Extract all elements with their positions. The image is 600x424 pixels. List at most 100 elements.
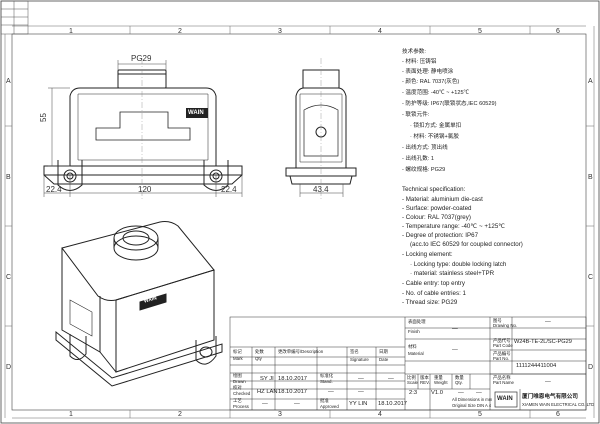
tb-part-no-label-cn: 产品编号 bbox=[493, 351, 511, 356]
notes-en-item: - Colour: RAL 7037(grey) bbox=[402, 214, 471, 221]
zone-ticks bbox=[4, 25, 595, 419]
tb-role-drawn-en: Drawn bbox=[233, 379, 246, 384]
tb-process-date: — bbox=[294, 401, 300, 407]
tb-finish-label-en: Finish bbox=[408, 329, 420, 334]
tb-part-name-value: — bbox=[545, 379, 551, 385]
tb-part-code-label-cn: 产品代号 bbox=[493, 338, 511, 343]
zone-label-top-2: 2 bbox=[178, 28, 182, 35]
tb-role-checked-cn: 校对 bbox=[233, 385, 242, 390]
notes-en-item: - Cable entry: top entry bbox=[402, 280, 465, 287]
tb-process-name: — bbox=[262, 401, 268, 407]
tb-drawing-no-label-cn: 图号 bbox=[493, 318, 502, 323]
notes-cn-item: · 锁扣方式: 金属单扣 bbox=[410, 123, 462, 129]
tb-rev-label-en: REV. bbox=[420, 380, 430, 385]
tb-drawing-no-value: — bbox=[545, 319, 551, 325]
tb-role-process-en: Process bbox=[233, 404, 249, 409]
zone-label-right-c: C bbox=[588, 274, 594, 281]
tb-drawn-date: 18.10.2017 bbox=[278, 376, 308, 382]
tb-role-approved-en: Approved bbox=[320, 404, 339, 409]
title-block-grid bbox=[229, 316, 587, 411]
tb-qty-value: — bbox=[476, 390, 482, 396]
notes-en-item: - Locking element: bbox=[402, 251, 453, 258]
zone-label-bottom-4: 4 bbox=[378, 411, 382, 418]
tb-scale-label-cn: 比例 bbox=[407, 375, 416, 380]
zone-label-left-d: D bbox=[6, 364, 12, 371]
notes-cn-item: - 颜色: RAL 7037(灰色) bbox=[402, 79, 460, 85]
tb-header-signature: 签名 bbox=[350, 349, 359, 354]
notes-en-item: - Material: aluminium die-cast bbox=[402, 196, 483, 203]
tb-tolerance-line-2: Original Size DIN A 4 bbox=[452, 403, 492, 408]
zone-label-top-6: 6 bbox=[556, 28, 560, 35]
tb-role-stand-cn: 标准化 bbox=[320, 373, 334, 378]
tb-finish-label-cn: 表面处理 bbox=[408, 319, 426, 324]
tb-header-date: 日期 bbox=[379, 349, 388, 354]
tb-checked-date: 18.10.2017 bbox=[278, 389, 308, 395]
dim-depth: 43.4 bbox=[313, 185, 329, 194]
front-view bbox=[43, 58, 243, 200]
dim-height: 55 bbox=[39, 113, 48, 122]
zone-label-right-d: D bbox=[588, 364, 594, 371]
notes-cn-item: - 防护等级: IP67(联锁状态,IEC 60529) bbox=[402, 101, 497, 107]
tb-header-qty: 处数 bbox=[255, 349, 264, 354]
tb-rev-value: V1.0 bbox=[431, 390, 443, 396]
front-dimensions bbox=[43, 60, 243, 197]
notes-cn-item: - 联锁元件: bbox=[402, 112, 430, 118]
company-logo: WAIN bbox=[497, 396, 513, 402]
tb-finish-value: — bbox=[452, 326, 458, 332]
isometric-view bbox=[55, 221, 223, 387]
tb-header-qty-en: Qty bbox=[255, 356, 262, 361]
dim-thread-size: PG29 bbox=[131, 54, 152, 63]
tb-role-drawn-cn: 绘图 bbox=[233, 373, 242, 378]
zone-label-bottom-6: 6 bbox=[556, 411, 560, 418]
tb-part-name-label-cn: 产品名称 bbox=[493, 375, 511, 380]
notes-en-item: - Surface: powder-coated bbox=[402, 205, 472, 212]
tb-drawn-name: SY JI bbox=[260, 376, 274, 382]
tb-qty-label-en: Qty. bbox=[455, 380, 463, 385]
notes-cn-heading: 技术参数: bbox=[402, 49, 426, 55]
tb-scale-value: 2:3 bbox=[409, 390, 418, 396]
notes-en-item: · material: stainless steel+TPR bbox=[410, 270, 495, 277]
zone-label-bottom-2: 2 bbox=[178, 411, 182, 418]
zone-label-left-a: A bbox=[6, 78, 11, 85]
tb-rev-label-cn: 版本 bbox=[420, 375, 429, 380]
notes-en-item: - No. of cable entries: 1 bbox=[402, 290, 466, 297]
zone-label-left-b: B bbox=[6, 174, 11, 181]
zone-label-right-a: A bbox=[588, 78, 593, 85]
dim-right-flange: 22.4 bbox=[221, 185, 237, 194]
dim-width: 120 bbox=[138, 185, 152, 194]
zone-label-top-1: 1 bbox=[69, 28, 73, 35]
tb-role-checked-en: Checked bbox=[233, 391, 251, 396]
notes-en-item: - Thread size: PG29 bbox=[402, 299, 458, 306]
tb-approved-sig: YY LIN bbox=[349, 401, 368, 407]
zone-label-top-4: 4 bbox=[378, 28, 382, 35]
tb-material-value: — bbox=[452, 347, 458, 353]
tb-checked-date2: — bbox=[358, 389, 364, 395]
dim-left-flange: 22.4 bbox=[46, 185, 62, 194]
tb-checked-sig: — bbox=[328, 389, 334, 395]
tb-material-label-en: Material bbox=[408, 351, 424, 356]
tb-header-signature-en: Signature bbox=[350, 357, 369, 362]
company-name-en: XIAMEN WAIN ELECTRICAL CO.,LTD bbox=[522, 402, 595, 407]
zone-label-top-3: 3 bbox=[278, 28, 282, 35]
tb-header-description: 更改单编号/Description bbox=[278, 349, 324, 354]
tb-checked-name: HZ LAN bbox=[257, 389, 278, 395]
notes-cn-item: - 出线方式: 顶出线 bbox=[402, 145, 448, 151]
tb-weight-label-cn: 重量 bbox=[434, 375, 443, 380]
tb-role-approved-cn: 批准 bbox=[320, 398, 329, 403]
notes-cn-item: - 材料: 压铸铝 bbox=[402, 59, 437, 65]
tb-weight-label-en: Weight bbox=[434, 380, 448, 385]
brand-plate-front: WAIN bbox=[188, 110, 204, 116]
notes-cn-item: - 出线孔数: 1 bbox=[402, 156, 435, 162]
notes-en-item: - Temperature range: -40℃ ~ +125℃ bbox=[402, 223, 506, 230]
tb-qty-label-cn: 数量 bbox=[455, 375, 464, 380]
tb-role-process-cn: 工艺 bbox=[233, 398, 242, 403]
side-stamp bbox=[0, 0, 29, 35]
zone-label-bottom-3: 3 bbox=[278, 411, 282, 418]
notes-en-item: (acc.to IEC 60529 for coupled connector) bbox=[410, 241, 523, 248]
notes-en-item: - Degree of protection: IP67 bbox=[402, 232, 479, 239]
side-dimensions bbox=[299, 184, 344, 197]
tb-header-mark: 标记 bbox=[233, 349, 242, 354]
zone-label-right-b: B bbox=[588, 174, 593, 181]
